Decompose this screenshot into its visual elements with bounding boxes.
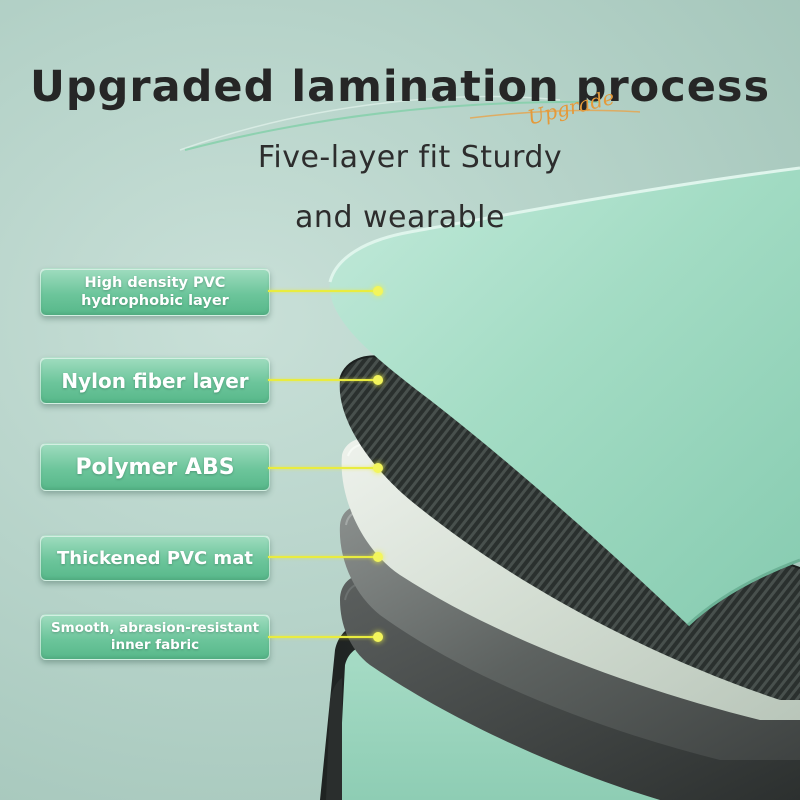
subtitle-line-2: and wearable — [295, 200, 505, 235]
page-title: Upgraded lamination process — [29, 62, 771, 112]
leader-dot — [373, 632, 383, 642]
leader-line — [268, 556, 378, 558]
layer-label-line: hydrophobic layer — [81, 293, 229, 309]
leader-dot — [373, 375, 383, 385]
layer-label-inner-fabric: Smooth, abrasion-resistant inner fabric — [40, 614, 270, 660]
layer-label-nylon: Nylon fiber layer — [40, 357, 270, 404]
layer-label-abs: Polymer ABS — [40, 443, 270, 491]
leader-line — [268, 636, 378, 638]
layer-label-line: Smooth, abrasion-resistant — [50, 620, 260, 636]
leader-line — [268, 467, 378, 469]
leader-line — [268, 290, 378, 292]
leader-dot — [373, 286, 383, 296]
leader-line — [268, 379, 378, 381]
layer-label-line: inner fabric — [110, 637, 200, 653]
subtitle-line-1: Five-layer fit Sturdy — [257, 140, 563, 175]
layer-label-line: High density PVC — [84, 275, 226, 291]
leader-dot — [373, 463, 383, 473]
leader-dot — [373, 552, 383, 562]
layer-label-pvc-hydrophobic: High density PVC hydrophobic layer — [40, 268, 270, 316]
layer-label-pvc-mat: Thickened PVC mat — [40, 535, 270, 581]
